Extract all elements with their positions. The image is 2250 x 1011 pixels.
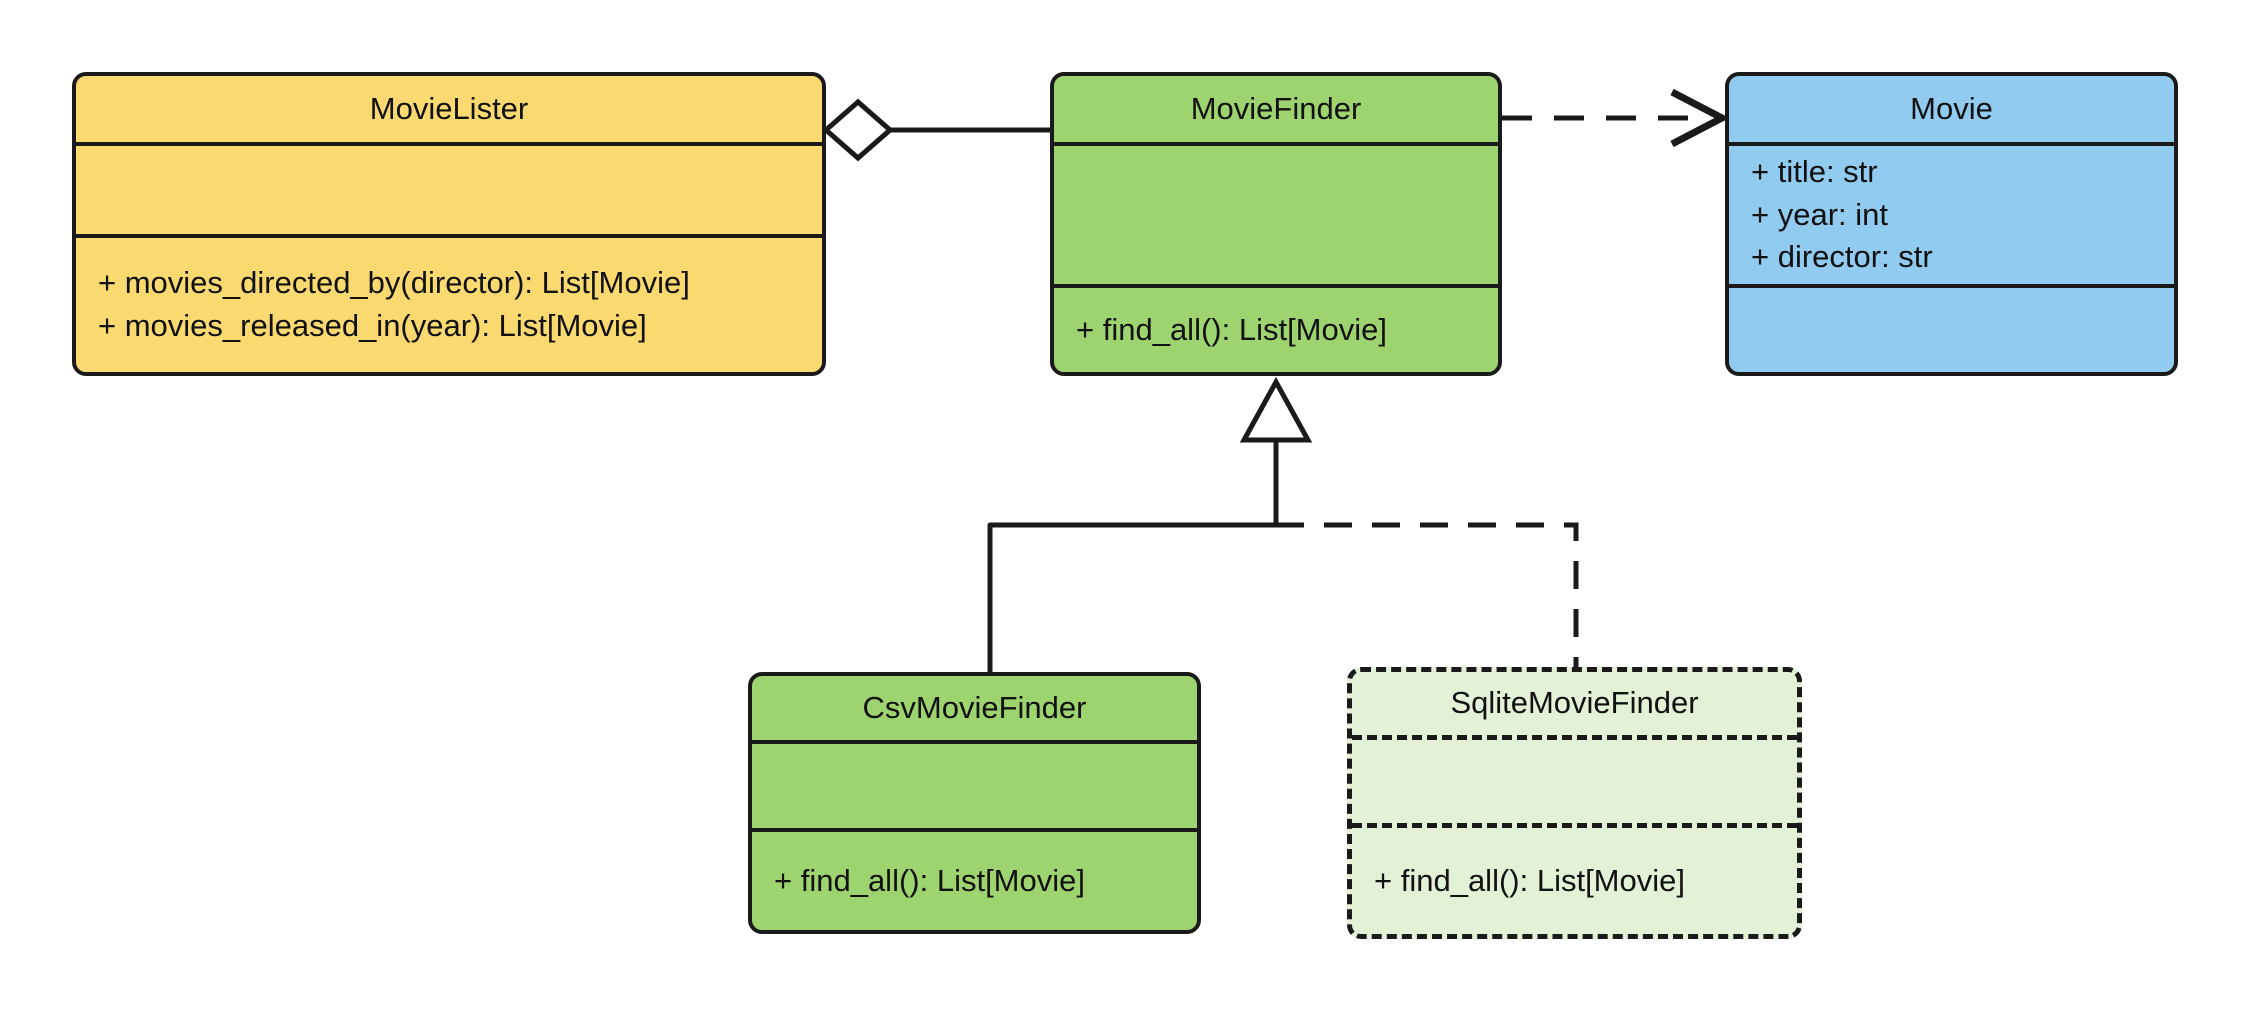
- class-header-movielister: MovieLister: [76, 76, 822, 146]
- class-header-csvmoviefinder: CsvMovieFinder: [752, 676, 1197, 744]
- uml-class-moviefinder[interactable]: MovieFinder + find_all(): List[Movie]: [1050, 72, 1502, 376]
- class-attributes-sqlitemoviefinder: [1352, 740, 1797, 828]
- class-method-item: + find_all(): List[Movie]: [774, 862, 1085, 898]
- class-method-item: + find_all(): List[Movie]: [1076, 311, 1387, 347]
- uml-class-sqlitemoviefinder[interactable]: SqliteMovieFinder + find_all(): List[Mov…: [1347, 667, 1802, 939]
- edge-generalization-csvmoviefinder: [987, 522, 1276, 672]
- edge-aggregation-movielister-moviefinder: [822, 98, 1050, 162]
- hollow-triangle-icon: [1239, 376, 1313, 443]
- class-header-movie: Movie: [1729, 76, 2174, 146]
- class-attribute-item: + year: int: [1751, 196, 1888, 232]
- class-methods-moviefinder: + find_all(): List[Movie]: [1054, 288, 1498, 372]
- class-methods-csvmoviefinder: + find_all(): List[Movie]: [752, 832, 1197, 930]
- class-name-label: MovieLister: [369, 90, 529, 126]
- class-name-label: CsvMovieFinder: [862, 689, 1087, 725]
- edge-dependency-moviefinder-movie: [1502, 88, 1730, 148]
- class-attribute-item: + director: str: [1751, 239, 1933, 275]
- class-name-label: MovieFinder: [1190, 90, 1362, 126]
- class-methods-movielister: + movies_directed_by(director): List[Mov…: [76, 238, 822, 372]
- class-name-label: Movie: [1910, 90, 1993, 126]
- class-attributes-csvmoviefinder: [752, 744, 1197, 832]
- uml-class-movie[interactable]: Movie + title: str + year: int + directo…: [1725, 72, 2178, 376]
- hollow-diamond-icon: [822, 98, 894, 162]
- class-methods-sqlitemoviefinder: + find_all(): List[Movie]: [1352, 828, 1797, 934]
- edge-generalization-trunk: [1239, 376, 1313, 525]
- open-arrow-icon: [1670, 88, 1730, 148]
- class-attributes-movielister: [76, 146, 822, 238]
- uml-class-movielister[interactable]: MovieLister + movies_directed_by(directo…: [72, 72, 826, 376]
- class-header-moviefinder: MovieFinder: [1054, 76, 1498, 146]
- class-method-item: + movies_released_in(year): List[Movie]: [98, 308, 647, 343]
- class-attributes-movie: + title: str + year: int + director: str: [1729, 146, 2174, 288]
- class-header-sqlitemoviefinder: SqliteMovieFinder: [1352, 672, 1797, 740]
- class-attributes-moviefinder: [1054, 146, 1498, 288]
- uml-class-csvmoviefinder[interactable]: CsvMovieFinder + find_all(): List[Movie]: [748, 672, 1201, 934]
- class-method-item: + movies_directed_by(director): List[Mov…: [98, 265, 690, 301]
- class-method-item: + find_all(): List[Movie]: [1374, 862, 1685, 898]
- edge-generalization-sqlitemoviefinder: [1276, 522, 1579, 667]
- class-methods-movie: [1729, 288, 2174, 372]
- class-attribute-item: + title: str: [1751, 153, 1878, 189]
- class-name-label: SqliteMovieFinder: [1450, 685, 1699, 721]
